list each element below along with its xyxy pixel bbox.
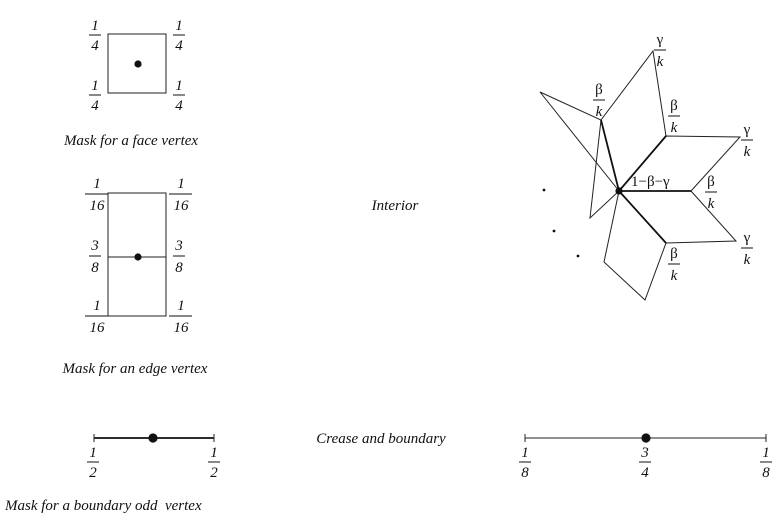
- interior-quad-1: [539, 91, 620, 220]
- edge-weight-tr-num: 1: [177, 176, 185, 192]
- face-center-dot: [134, 60, 142, 68]
- edge-center-dot: [134, 253, 142, 261]
- crease-mid-num: 3: [640, 445, 649, 461]
- edge-weight-br-den: 16: [174, 320, 190, 336]
- interior-gamma-2-num: γ: [743, 122, 751, 138]
- boundary-odd-dot: [148, 433, 158, 443]
- interior-mask: 1−β−γ β k β k β k β k γ k γ k γ k: [539, 32, 753, 301]
- face-weight-bl-den: 4: [91, 98, 99, 114]
- interior-gamma-1-den: k: [657, 54, 664, 70]
- interior-spoke-2: [618, 135, 667, 192]
- interior-ellipsis-dot-1: [542, 188, 546, 192]
- edge-weight-tl-den: 16: [90, 198, 106, 214]
- interior-ellipsis-dot-2: [552, 229, 556, 233]
- face-weight-tl-num: 1: [91, 18, 99, 34]
- face-weight-bl-num: 1: [91, 78, 99, 94]
- boundary-odd-left-num: 1: [89, 445, 97, 461]
- interior-spoke-4: [618, 190, 667, 244]
- crease-right-den: 8: [762, 465, 770, 481]
- face-mask-caption: Mask for a face vertex: [63, 133, 198, 149]
- interior-gamma-2-den: k: [744, 144, 751, 160]
- face-vertex-mask: 1 4 1 4 1 4 1 4 Mask for a face vertex: [63, 18, 198, 149]
- interior-quad-5: [603, 189, 667, 301]
- boundary-odd-right-den: 2: [210, 465, 218, 481]
- interior-gamma-1-num: γ: [656, 32, 664, 48]
- edge-weight-bl-den: 16: [90, 320, 106, 336]
- crease-left-den: 8: [521, 465, 529, 481]
- edge-rect: [107, 192, 167, 317]
- interior-beta-2-den: k: [671, 120, 678, 136]
- interior-ellipsis-dot-3: [576, 254, 580, 258]
- edge-weight-bl-num: 1: [93, 298, 101, 314]
- interior-center-dot: [615, 187, 623, 195]
- interior-beta-3-num: β: [707, 174, 715, 190]
- crease-boundary-mask: 1 8 3 4 1 8: [519, 433, 772, 481]
- edge-weight-mr-num: 3: [174, 238, 183, 254]
- crease-right-num: 1: [762, 445, 770, 461]
- edge-vertex-mask: 1 16 1 16 3 8 3 8 1 16 1 16 Mask for an …: [62, 176, 208, 377]
- boundary-odd-caption: Mask for a boundary odd vertex: [4, 498, 202, 514]
- boundary-odd-right-num: 1: [210, 445, 218, 461]
- boundary-odd-left-den: 2: [89, 465, 97, 481]
- edge-weight-tr-den: 16: [174, 198, 190, 214]
- crease-mid-den: 4: [641, 465, 649, 481]
- interior-beta-2-num: β: [670, 98, 678, 114]
- face-square: [107, 33, 167, 94]
- interior-beta-4-num: β: [670, 246, 678, 262]
- interior-beta-3-den: k: [708, 196, 715, 212]
- interior-gamma-3-num: γ: [743, 230, 751, 246]
- interior-beta-1-num: β: [595, 82, 603, 98]
- interior-spoke-1: [600, 119, 620, 192]
- crease-center-dot: [641, 433, 651, 443]
- edge-weight-br-num: 1: [177, 298, 185, 314]
- interior-label: Interior: [371, 198, 419, 214]
- face-weight-tl-den: 4: [91, 38, 99, 54]
- edge-weight-mr-den: 8: [175, 260, 183, 276]
- crease-label: Crease and boundary: [316, 431, 446, 447]
- face-weight-br-den: 4: [175, 98, 183, 114]
- edge-weight-tl-num: 1: [93, 176, 101, 192]
- face-weight-tr-den: 4: [175, 38, 183, 54]
- interior-center-weight: 1−β−γ: [631, 174, 670, 190]
- face-weight-tr-num: 1: [175, 18, 183, 34]
- interior-beta-4-den: k: [671, 268, 678, 284]
- crease-left-num: 1: [521, 445, 529, 461]
- interior-quad-4: [617, 190, 738, 244]
- edge-mask-caption: Mask for an edge vertex: [62, 361, 208, 377]
- interior-beta-1-den: k: [596, 104, 603, 120]
- face-weight-br-num: 1: [175, 78, 183, 94]
- boundary-odd-mask: 1 2 1 2 Mask for a boundary odd vertex: [4, 433, 220, 514]
- interior-quad-2: [600, 49, 667, 193]
- edge-weight-ml-num: 3: [90, 238, 99, 254]
- interior-gamma-3-den: k: [744, 252, 751, 268]
- edge-weight-ml-den: 8: [91, 260, 99, 276]
